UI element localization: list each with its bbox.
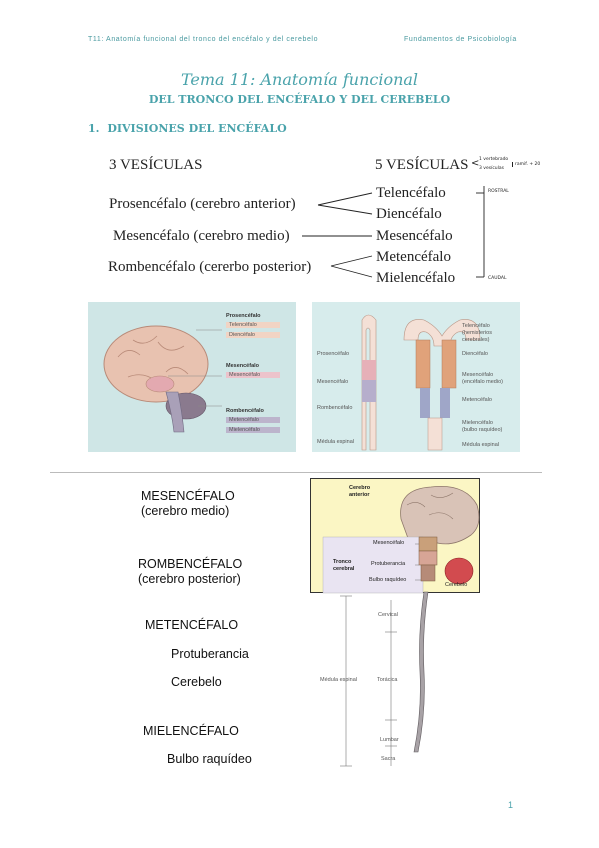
brain-group-item: Diencéfalo — [226, 332, 280, 338]
vesicles-note-top: 1 vertebrado — [479, 157, 509, 162]
brain-divisions-figure: Prosencéfalo Telencéfalo Diencéfalo Mese… — [88, 302, 296, 452]
cerebro-anterior-label: anterior — [349, 492, 370, 498]
section-heading: 1. DIVISIONES DEL ENCÉFALO — [88, 122, 287, 135]
tube-right-label: (encéfalo medio) — [462, 379, 503, 385]
spinal-cord-illustration — [340, 591, 429, 767]
spinal-region-label: Sacra — [381, 756, 396, 762]
five-vesicle-item: Metencéfalo — [376, 249, 451, 265]
neural-tube-figure: Prosencéfalo Mesencéfalo Rombencéfalo Mé… — [312, 302, 520, 452]
tube-right-label: Metencéfalo — [462, 397, 492, 403]
cerebelo-label: Cerebelo — [445, 582, 468, 588]
rostral-label: ROSTRAL — [488, 189, 509, 194]
brain-group-title: Rombencéfalo — [226, 408, 264, 414]
medula-espinal-label: Médula espinal — [320, 677, 357, 683]
tube-right-label: Diencéfalo — [462, 351, 488, 357]
brain-group-item: Telencéfalo — [226, 322, 280, 328]
tronco-cerebral-label: cerebral — [333, 566, 355, 572]
brain-illustration — [103, 325, 222, 433]
brain-group-item: Mielencéfalo — [226, 427, 280, 433]
tube-left-label: Médula espinal — [317, 439, 354, 445]
brainstem-part-label: Bulbo raquídeo — [369, 577, 407, 583]
page-number: 1 — [508, 800, 514, 810]
brain-group-item: Mesencéfalo — [226, 372, 280, 378]
cerebellum-label: Cerebelo — [171, 675, 222, 689]
brainstem-figure: Cerebro anterior Tronco cerebral Mesencé… — [310, 478, 480, 594]
vesicles-note-side: ramif. + 20 — [512, 162, 540, 167]
three-vesicle-item: Rombencéfalo (cererbo posterior) — [108, 259, 312, 275]
three-vesicle-item: Prosencéfalo (cerebro anterior) — [109, 196, 296, 212]
tronco-cerebral-label: Tronco — [333, 559, 352, 565]
tube-right-label: (bulbo raquídeo) — [462, 427, 503, 433]
tube-left-label: Mesencéfalo — [317, 379, 349, 385]
running-header-left: T11: Anatomía funcional del tronco del e… — [88, 36, 319, 43]
spinal-region-label: Lumbar — [380, 737, 399, 743]
mesencephalon-heading: MESENCÉFALO — [141, 489, 235, 503]
angle-bracket-icon: < — [471, 158, 480, 169]
vesicles-note-bottom: 3 vesículas — [479, 166, 504, 171]
tube-right-label: cerebrales) — [462, 337, 490, 343]
tube-right-label: Mesencéfalo — [462, 372, 494, 378]
metencephalon-heading: METENCÉFALO — [145, 618, 239, 632]
three-vesicles-label: 3 VESÍCULAS — [109, 157, 203, 173]
spinal-region-label: Cervical — [378, 612, 398, 618]
brainstem-part-label: Mesencéfalo — [373, 540, 405, 546]
rhombencephalon-heading: ROMBENCÉFALO — [138, 557, 243, 571]
five-vesicles-label: 5 VESÍCULAS — [375, 157, 469, 173]
tube-right-label: Médula espinal — [462, 442, 499, 448]
myelencephalon-heading: MIELENCÉFALO — [143, 724, 239, 738]
page-title: Tema 11: Anatomía funcional — [180, 70, 419, 89]
section-number: 1. — [88, 122, 100, 135]
five-vesicle-item: Mielencéfalo — [376, 270, 456, 286]
five-vesicle-item: Telencéfalo — [376, 185, 446, 201]
three-vesicle-item: Mesencéfalo (cerebro medio) — [113, 228, 290, 244]
tube-right-label: (hemisferios — [462, 330, 492, 336]
tube-left-label: Prosencéfalo — [317, 351, 350, 357]
page-subtitle: DEL TRONCO DEL ENCÉFALO Y DEL CEREBELO — [148, 93, 451, 106]
brainstem-part-label: Protuberancia — [371, 561, 406, 567]
brainstem-illustration — [322, 486, 480, 594]
tube-right-label: Mielencéfalo — [462, 420, 493, 426]
pons-label: Protuberancia — [171, 647, 249, 661]
five-vesicle-item: Mesencéfalo — [376, 228, 453, 244]
spinal-region-label: Torácica — [377, 677, 398, 683]
section-title: DIVISIONES DEL ENCÉFALO — [107, 122, 287, 135]
brain-group-title: Mesencéfalo — [226, 363, 260, 369]
brain-group-title: Prosencéfalo — [226, 313, 261, 319]
mesencephalon-subtitle: (cerebro medio) — [141, 504, 230, 518]
vesicles-connector-lines — [302, 186, 485, 278]
neural-tube-illustration — [361, 314, 481, 451]
caudal-label: CAUDAL — [488, 276, 507, 281]
rhombencephalon-subtitle: (cerebro posterior) — [138, 572, 241, 586]
brain-group-item: Metencéfalo — [226, 417, 280, 423]
cerebro-anterior-label: Cerebro — [349, 485, 371, 491]
section-divider — [50, 472, 542, 473]
five-vesicle-item: Diencéfalo — [376, 206, 442, 222]
tube-left-label: Rombencéfalo — [317, 405, 353, 411]
running-header-right: Fundamentos de Psicobiología — [404, 36, 517, 43]
medulla-label: Bulbo raquídeo — [167, 752, 252, 766]
tube-right-label: Telencéfalo — [462, 323, 490, 329]
